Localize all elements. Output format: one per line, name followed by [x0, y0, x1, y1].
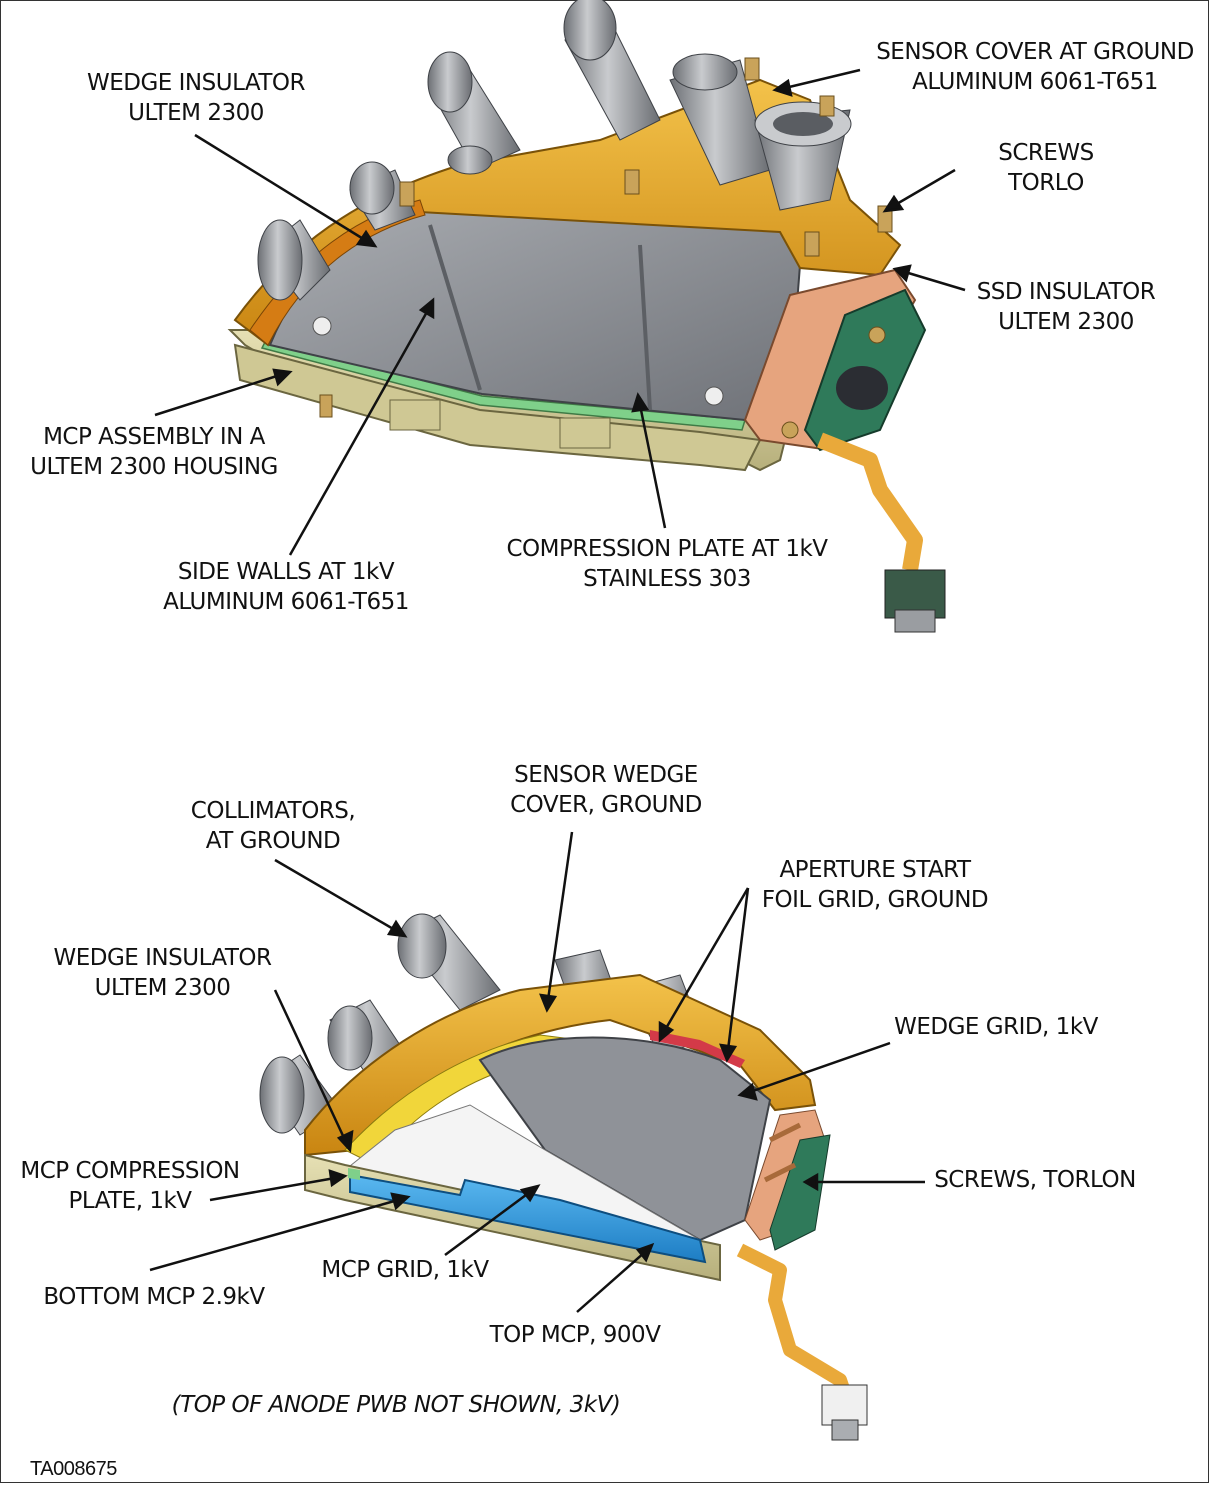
wedge-grid-wall — [478, 1036, 772, 1242]
label-collimators: COLLIMATORS,AT GROUND — [190, 798, 356, 854]
cover-screws — [319, 57, 893, 418]
housing-screw — [704, 386, 724, 406]
label-screws-torlon: SCREWS, TORLON — [934, 1167, 1136, 1193]
side-wall-rib — [428, 224, 652, 411]
cable-connector-bottom — [821, 1384, 868, 1426]
figure-id: TA008675 — [30, 1458, 117, 1480]
housing-tab — [559, 417, 611, 449]
flex-cable — [817, 432, 923, 572]
top-assembly — [227, 0, 946, 633]
flex-cable-bottom — [736, 1243, 852, 1398]
leader-lines — [149, 68, 966, 1313]
anode-note: (TOP OF ANODE PWB NOT SHOWN, 3kV) — [171, 1392, 621, 1418]
ssd-detector — [836, 366, 888, 410]
housing-tab — [389, 399, 441, 431]
label-wedge-grid: WEDGE GRID, 1kV — [894, 1014, 1098, 1040]
label-top-mcp: TOP MCP, 900V — [489, 1322, 661, 1348]
label-bottom-mcp: BOTTOM MCP 2.9kV — [43, 1284, 265, 1310]
housing-front-face — [233, 343, 762, 472]
housing-screw — [312, 316, 332, 336]
bottom-cutaway — [259, 913, 868, 1441]
collimators — [257, 0, 852, 301]
aperture-start-grid — [650, 1030, 745, 1068]
mcp-stack — [349, 1173, 707, 1264]
label-mcp-grid: MCP GRID, 1kV — [321, 1257, 489, 1283]
ssd-pcb-bottom — [769, 1134, 831, 1251]
